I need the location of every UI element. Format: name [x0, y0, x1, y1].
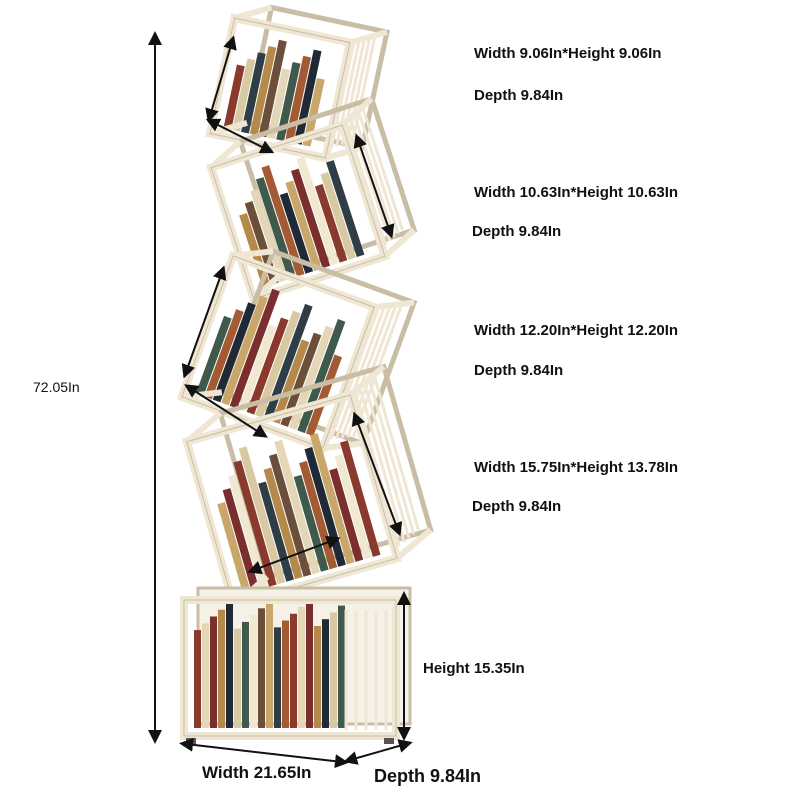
shelf-1-size-label: Width 9.06In*Height 9.06In: [474, 45, 662, 62]
shelf-3-size-label: Width 12.20In*Height 12.20In: [474, 322, 679, 339]
base-depth-label: Depth 9.84In: [374, 766, 482, 786]
shelf-1-depth-arrow: [205, 118, 275, 154]
total-height-label: 72.05In: [33, 379, 80, 395]
frame-edge: [395, 527, 433, 561]
book: [305, 354, 343, 437]
base-width-label: Width 21.65In: [202, 763, 312, 782]
book: [232, 58, 256, 132]
book: [274, 627, 281, 728]
frame-edge: [382, 227, 417, 259]
book: [241, 52, 266, 134]
book: [250, 615, 257, 728]
book: [276, 62, 301, 142]
shelf-3-depth-label: Depth 9.84In: [474, 362, 564, 379]
book: [258, 39, 287, 138]
frame-edge: [373, 299, 415, 311]
frame-edge: [349, 29, 388, 46]
frame-edge: [348, 364, 386, 398]
base-depth-arrow: [343, 739, 413, 765]
book: [282, 620, 289, 728]
book: [249, 46, 277, 136]
book: [279, 192, 314, 274]
book: [234, 628, 241, 728]
shelf-4-size-label: Width 15.75In*Height 13.78In: [474, 459, 679, 476]
shelf-2-size-label: Width 10.63In*Height 10.63In: [474, 184, 679, 201]
book: [296, 156, 339, 266]
book: [217, 502, 251, 595]
book: [218, 609, 225, 728]
shelf-4-depth-arrow: [247, 535, 341, 575]
shelf-2-height-arrow: [353, 133, 395, 239]
book: [329, 468, 364, 562]
book: [314, 626, 321, 728]
base-width-arrow: [179, 737, 349, 769]
book: [290, 613, 297, 728]
book: [306, 600, 313, 728]
shelf-3-depth-arrow: [184, 384, 268, 438]
book: [194, 630, 201, 728]
book: [250, 189, 288, 283]
side-bar: [345, 39, 371, 144]
shelf-4-depth-label: Depth 9.84In: [472, 498, 562, 515]
book: [242, 621, 249, 728]
base-height-label: Height 15.35In: [423, 660, 525, 677]
base-shelf: [180, 586, 412, 744]
book: [202, 623, 209, 728]
base-front-outline: [183, 599, 397, 737]
shelf-1-depth-label: Depth 9.84In: [474, 87, 564, 104]
frame-edge: [340, 96, 374, 128]
book: [263, 303, 313, 421]
book: [280, 332, 322, 427]
book: [229, 288, 280, 409]
book: [302, 78, 325, 147]
side-bar: [357, 113, 400, 235]
shelf-4-height-arrow: [351, 411, 403, 537]
book: [221, 295, 268, 406]
shelf-1-width-arrow: [205, 35, 237, 123]
book: [314, 184, 348, 263]
side-bar: [354, 393, 401, 547]
book: [298, 606, 305, 728]
book: [320, 172, 356, 260]
book: [285, 55, 312, 143]
book: [288, 325, 334, 431]
book: [322, 619, 329, 728]
book: [210, 616, 217, 728]
book: [266, 601, 273, 728]
book: [261, 165, 305, 277]
book: [285, 180, 322, 271]
foot: [186, 738, 196, 744]
book: [290, 168, 331, 269]
book: [330, 612, 337, 728]
shelf-3-width-arrow: [181, 265, 227, 379]
book: [338, 605, 345, 728]
book: [226, 602, 233, 728]
book: [271, 339, 310, 424]
foot: [384, 738, 394, 744]
book: [258, 608, 265, 728]
book: [309, 433, 355, 565]
shelf-2-depth-label: Depth 9.84In: [472, 223, 562, 240]
